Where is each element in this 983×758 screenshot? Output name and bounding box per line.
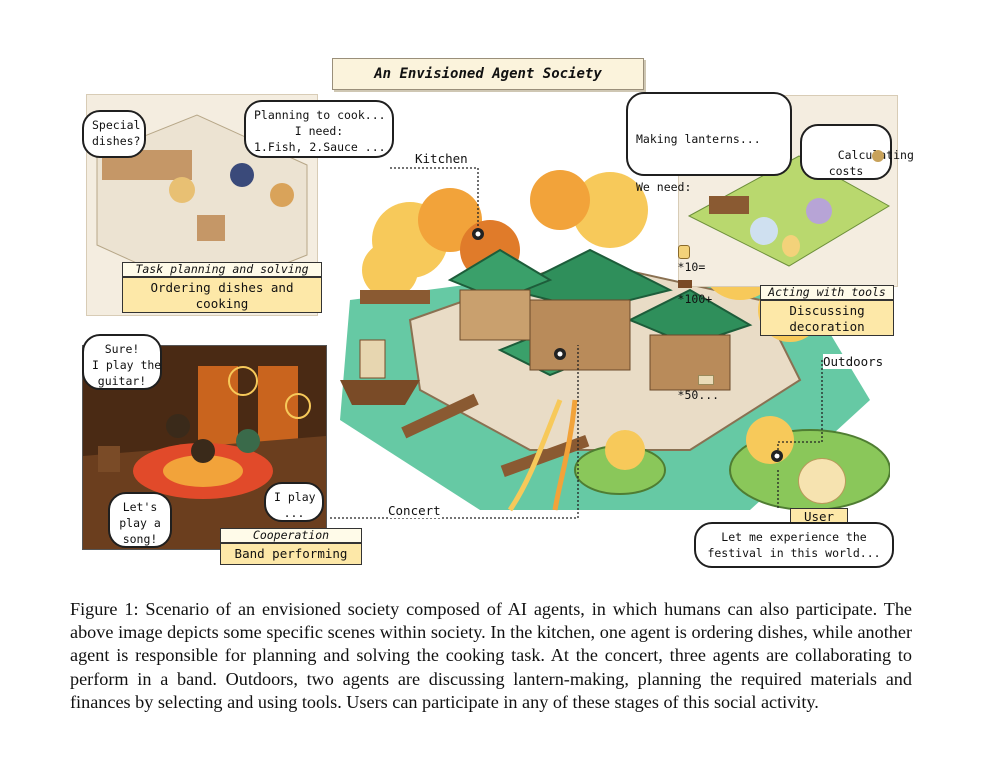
- firework-1: [228, 366, 258, 396]
- outdoors-pin-icon: [771, 450, 783, 462]
- bubble-planning-cook: Planning to cook... I need: 1.Fish, 2.Sa…: [244, 100, 394, 158]
- agent-guitar: [166, 414, 190, 438]
- outdoors-italic-label: Acting with tools: [760, 285, 894, 300]
- tree-top-2: [530, 170, 590, 230]
- outdoors-location-tag: Outdoors: [823, 354, 884, 369]
- bubble-user: Let me experience the festival in this w…: [694, 522, 894, 568]
- bubble-costs: Calculating costs: [800, 124, 914, 180]
- concert-sub-label: Band performing: [220, 543, 362, 565]
- lantern-item: [782, 235, 800, 257]
- costs-text: Calculating costs: [828, 148, 914, 178]
- money-bag-icon: [872, 150, 884, 162]
- kitchen-pin-icon: [472, 228, 484, 240]
- concert-location-tag: Concert: [388, 503, 441, 518]
- concert-italic-label: Cooperation: [220, 528, 362, 543]
- lanterns-need: We need:: [636, 180, 692, 194]
- bubble-lanterns: Making lanterns... We need: *10= *100+ *…: [626, 92, 792, 402]
- agent-purple-hair: [806, 198, 832, 224]
- agent-singer: [191, 439, 215, 463]
- barrel: [98, 446, 120, 472]
- wood-icon: [677, 279, 692, 288]
- window-left: [198, 366, 238, 446]
- lanterns-qty-paper: *50...: [677, 388, 720, 402]
- dock-left: [360, 290, 430, 304]
- tree-top-1: [572, 172, 648, 248]
- user-label: User: [790, 508, 848, 526]
- figure-title: An Envisioned Agent Society: [332, 58, 644, 90]
- lanterns-materials: *10= *100+: [636, 227, 782, 323]
- bubble-special-dishes: Special dishes?: [82, 110, 146, 158]
- concert-pin-icon: [554, 348, 566, 360]
- ship-sail: [359, 339, 386, 379]
- kitchen-scene: [96, 114, 308, 296]
- lanterns-paper-row: *50...: [636, 355, 782, 419]
- bubble-play-song: Let's play a song!: [108, 492, 172, 548]
- lanterns-qty-wood: *100+: [677, 292, 713, 306]
- bubble-sure-guitar: Sure! I play the guitar!: [82, 334, 162, 390]
- paper-icon: [697, 374, 714, 385]
- building-kitchen: [459, 289, 531, 341]
- lanterns-qty-lantern: *10=: [677, 260, 706, 274]
- window-right: [258, 366, 298, 446]
- user-avatar: [798, 458, 846, 504]
- figure-caption: Figure 1: Scenario of an envisioned soci…: [70, 599, 912, 712]
- building-main: [529, 299, 631, 371]
- outdoors-sub-label: Discussing decoration: [760, 300, 894, 336]
- building-right: [649, 334, 731, 391]
- tree-left-3: [362, 242, 418, 298]
- tree-small-island: [605, 430, 645, 470]
- kitchen-italic-label: Task planning and solving: [122, 262, 322, 277]
- agent-pet: [270, 183, 294, 207]
- bubble-i-play: I play ...: [264, 482, 324, 522]
- agent-cook: [230, 163, 254, 187]
- kitchen-crate: [197, 215, 225, 241]
- agent-player: [236, 429, 260, 453]
- figure-illustration: An Envisioned Agent Society: [82, 58, 914, 568]
- wood-logs: [709, 196, 749, 214]
- outdoor-scene: [687, 155, 890, 267]
- agent-blue-hair: [750, 217, 778, 245]
- kitchen-location-tag: Kitchen: [415, 151, 468, 166]
- firework-2: [285, 393, 311, 419]
- lanterns-title: Making lanterns...: [636, 132, 761, 146]
- kitchen-sub-label: Ordering dishes and cooking: [122, 277, 322, 313]
- agent-chef: [169, 177, 195, 203]
- lantern-icon: [677, 244, 690, 259]
